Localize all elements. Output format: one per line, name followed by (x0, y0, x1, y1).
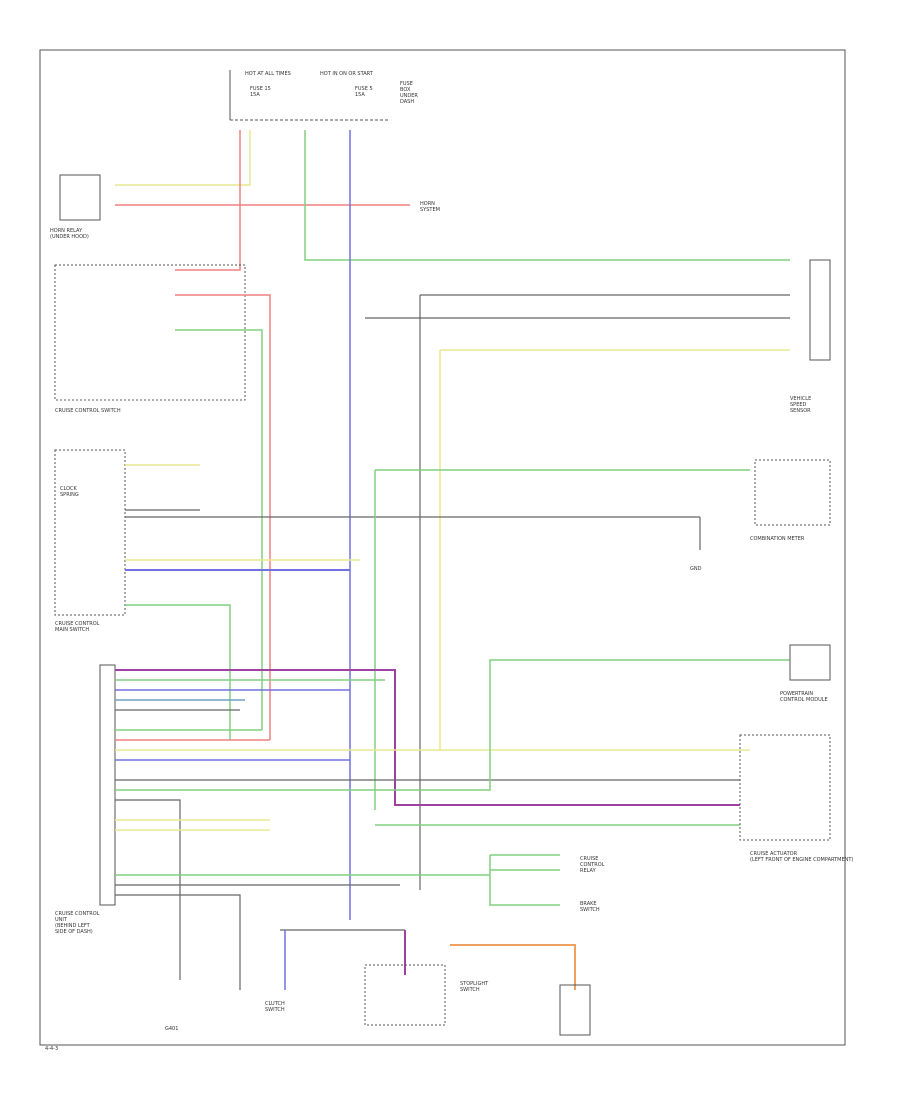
combination-meter-label: COMBINATION METER (750, 536, 805, 542)
fig-number: 4-4-3 (45, 1046, 58, 1052)
horn-unit (559, 984, 591, 1036)
actuator: CRUISE ACTUATOR(LEFT FRONT OF ENGINE COM… (739, 734, 853, 863)
horn-relay: HORN RELAY(UNDER HOOD) (50, 174, 101, 240)
fuse-header-left: HOT AT ALL TIMES (245, 71, 291, 77)
ground-point-1: G401 (165, 1026, 178, 1032)
cruise-control-switch: CRUISE CONTROL SWITCH (54, 264, 246, 414)
combination-meter: COMBINATION METER (750, 459, 831, 542)
actuator-label: CRUISE ACTUATOR(LEFT FRONT OF ENGINE COM… (750, 851, 853, 863)
fuse-header-right: HOT IN ON OR START (320, 71, 374, 77)
control-switch-label: CRUISE CONTROL SWITCH (55, 408, 121, 414)
horn-relay-label: HORN RELAY(UNDER HOOD) (50, 228, 89, 240)
fuse-box-section: HOT AT ALL TIMES HOT IN ON OR START FUSE… (229, 70, 418, 121)
ground-text: GND (690, 566, 702, 572)
